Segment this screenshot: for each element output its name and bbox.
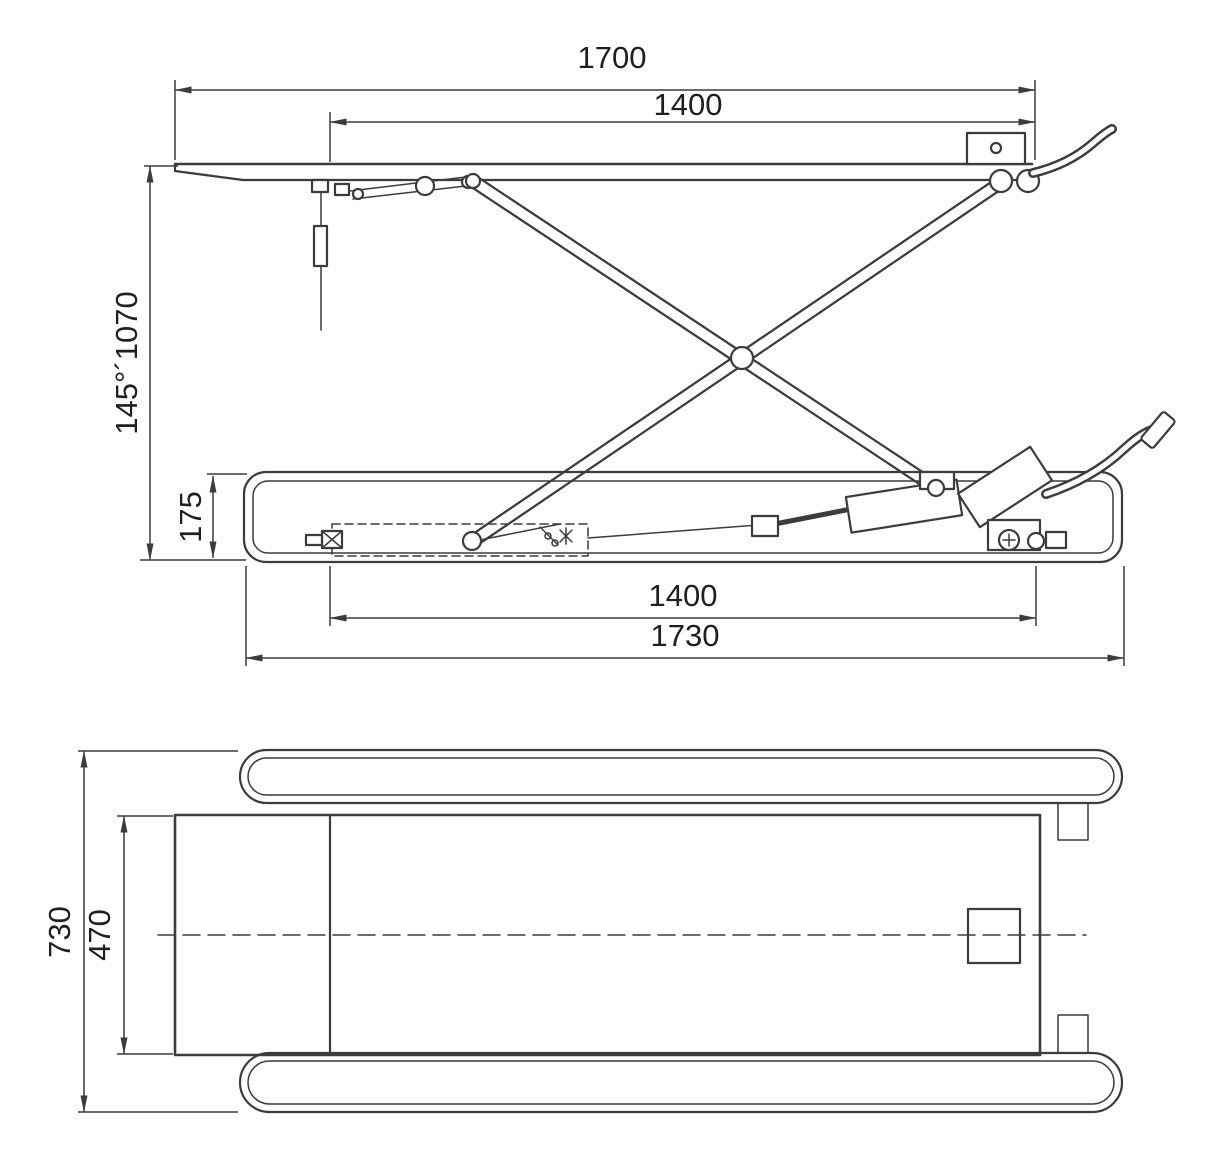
- dim-label-730: 730: [42, 906, 77, 958]
- dimension-bottom-inner: 1400: [329, 566, 1037, 626]
- scissor-mechanism: [463, 172, 1013, 550]
- dim-label-1400-top: 1400: [654, 87, 723, 122]
- lower-left-pivot: [461, 530, 483, 552]
- platform-right-end: [965, 124, 1117, 194]
- rear-bracket-top: [1057, 802, 1089, 841]
- dim-label-1400-bottom: 1400: [649, 578, 718, 613]
- safety-bracket: [310, 178, 330, 194]
- dimension-bottom-overall: 1730: [245, 566, 1125, 666]
- clamp-plate: [966, 907, 1022, 965]
- tie-rod: [587, 523, 773, 539]
- upper-left-pivot: [464, 172, 482, 190]
- lift-platform-plan: [157, 802, 1089, 1057]
- side-elevation-view: 1700 1400 145°´1070 175: [109, 40, 1176, 666]
- dim-label-175: 175: [173, 491, 208, 543]
- platform-roller-right-1: [988, 168, 1014, 194]
- dimension-top-overall: 1700: [174, 40, 1036, 160]
- base-frame-side: [242, 411, 1176, 564]
- dimension-base-height: 175: [173, 473, 247, 559]
- dim-label-height: 145°´1070: [109, 291, 144, 434]
- pedal-pad: [1140, 411, 1176, 449]
- wheel-clamp-box: [965, 131, 1027, 166]
- pump-body: [956, 445, 1054, 529]
- dimension-platform-width: 470: [82, 815, 173, 1055]
- hidden-slot-outline: [331, 523, 589, 557]
- base-rail-top: [238, 748, 1124, 805]
- latch-lever: [479, 523, 561, 541]
- safety-cylinder: [312, 224, 329, 268]
- plan-view: 730 470: [42, 748, 1124, 1114]
- dimension-overall-width: 730: [42, 750, 238, 1113]
- cylinder-rod: [777, 507, 849, 526]
- dim-label-1730: 1730: [651, 618, 720, 653]
- center-pivot: [729, 345, 755, 371]
- platform-roller-left: [414, 175, 436, 197]
- lift-platform-side: [173, 162, 1034, 331]
- dim-label-470: 470: [82, 909, 117, 961]
- dimension-lift-height: 145°´1070: [109, 165, 246, 561]
- dim-label-1700: 1700: [578, 40, 647, 75]
- rear-bracket-bottom: [1057, 1014, 1089, 1054]
- dimension-top-inner: 1400: [329, 87, 1036, 162]
- lower-right-pivot: [926, 478, 946, 498]
- base-rail-bottom: [238, 1051, 1124, 1114]
